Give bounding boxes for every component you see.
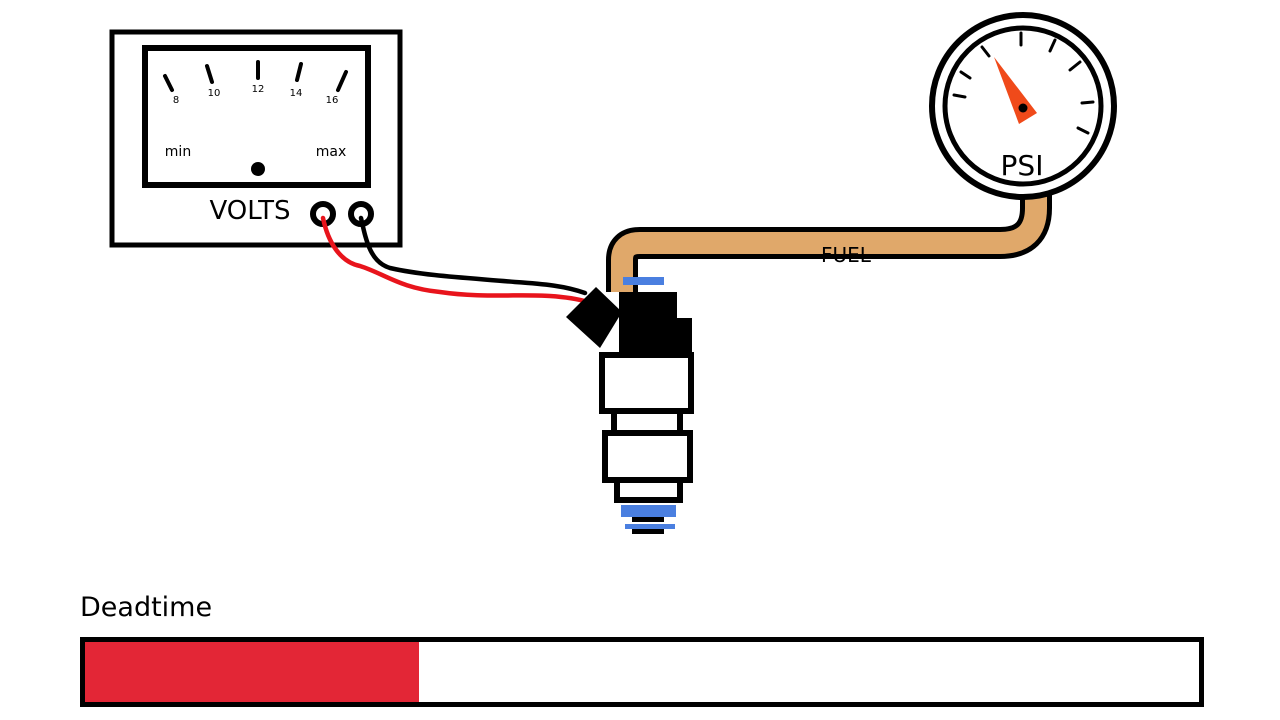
voltmeter-min-label: min (165, 144, 191, 160)
voltmeter-scale (163, 60, 348, 92)
voltmeter-tick-label: 10 (208, 88, 221, 99)
deadtime-progress-bar (80, 637, 1204, 707)
injector-top-seal (623, 277, 664, 285)
fuel-injector (566, 277, 694, 534)
negative-wire (358, 215, 588, 296)
voltmeter-title: VOLTS (209, 196, 290, 226)
deadtime-progress-fill (85, 642, 420, 702)
voltmeter-tick-label: 14 (290, 88, 303, 99)
gauge-scale (952, 31, 1095, 135)
injector-bottom-seal (621, 505, 676, 517)
positive-wire (320, 215, 591, 305)
voltmeter-max-label: max (316, 144, 347, 160)
voltmeter-tick-label: 8 (173, 95, 179, 106)
pressure-gauge: PSI (929, 12, 1117, 200)
gauge-label: PSI (1001, 149, 1044, 182)
voltmeter-needle-pivot (251, 162, 265, 176)
voltmeter-tick-label: 16 (326, 95, 339, 106)
voltmeter-tick-label: 12 (252, 84, 265, 95)
voltmeter: 8 10 12 14 16 min max VOLTS (109, 29, 403, 248)
gauge-needle-pivot (1018, 103, 1028, 113)
deadtime-label: Deadtime (80, 592, 213, 623)
injector-connector (566, 287, 622, 348)
fuel-line: FUEL (606, 190, 1052, 292)
fuel-line-label: FUEL (821, 243, 872, 267)
